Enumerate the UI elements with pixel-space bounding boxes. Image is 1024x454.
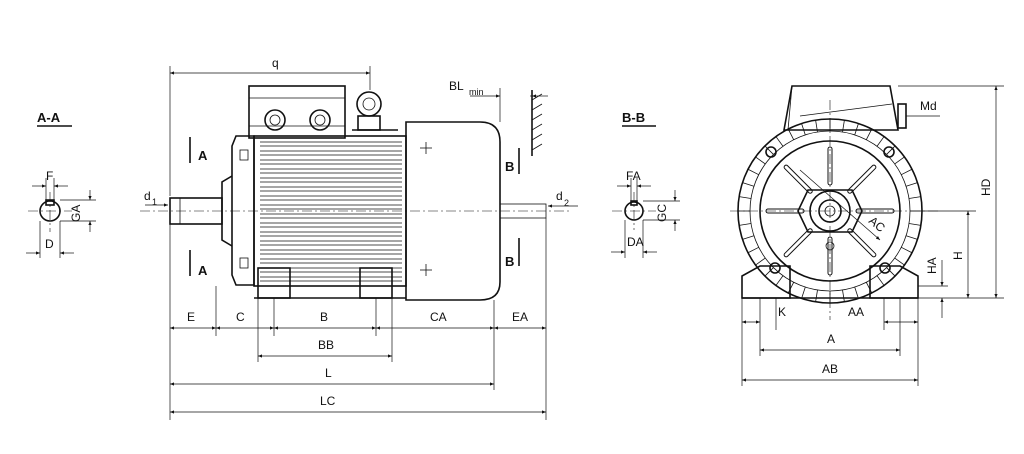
label-q: q: [272, 56, 279, 70]
lifting-eye: [356, 91, 382, 117]
terminal-box-front: [783, 85, 899, 131]
cable-gland-front: [897, 103, 907, 129]
cable-gland-1: [264, 109, 286, 131]
label-d1: d: [144, 189, 151, 203]
label-bl-sub: min: [469, 87, 484, 97]
label-l: L: [325, 366, 332, 380]
cable-gland-2: [309, 109, 331, 131]
label-da: DA: [627, 235, 644, 249]
label-fa: FA: [626, 169, 641, 183]
label-ga: GA: [69, 205, 83, 222]
label-h: H: [951, 251, 965, 260]
label-ea: EA: [512, 310, 528, 324]
label-a: A: [827, 332, 835, 346]
label-aa: AA: [848, 305, 864, 319]
front-view: AC Md HD H HA K AA A AB: [730, 85, 1004, 386]
label-d1-sub: 1: [152, 197, 157, 207]
label-ca: CA: [430, 310, 447, 324]
foot-right: [359, 267, 393, 299]
drive-end-shield: [231, 135, 255, 286]
section-bb: B-B FA GC DA: [611, 110, 680, 258]
terminal-box: [248, 85, 346, 139]
foot-front-right: [869, 265, 919, 299]
label-d: D: [45, 237, 54, 251]
label-b: B: [320, 310, 328, 324]
label-e: E: [187, 310, 195, 324]
section-aa: A-A F GA D: [26, 110, 96, 258]
label-ha: HA: [925, 257, 939, 274]
foot-left: [257, 267, 291, 299]
label-lc: LC: [320, 394, 336, 408]
label-ac: AC: [866, 214, 888, 236]
section-aa-title: A-A: [37, 110, 61, 125]
label-hd: HD: [979, 178, 993, 196]
label-d2-sub: 2: [564, 198, 569, 208]
side-view: A A B B BL min q d 1 d: [140, 56, 578, 420]
section-bb-title: B-B: [622, 110, 645, 125]
marker-a-top: A: [198, 148, 208, 163]
marker-a-bottom: A: [198, 263, 208, 278]
label-md: Md: [920, 99, 937, 113]
label-k: K: [778, 305, 786, 319]
label-ab: AB: [822, 362, 838, 376]
label-d2: d: [556, 189, 563, 203]
label-f: F: [46, 169, 53, 183]
label-c: C: [236, 310, 245, 324]
marker-b-bottom: B: [505, 254, 514, 269]
fan-cover: [405, 121, 501, 301]
foot-front-left: [741, 265, 791, 299]
label-bl: BL: [449, 79, 464, 93]
marker-b-top: B: [505, 159, 514, 174]
label-gc: GC: [655, 204, 669, 222]
label-bb: BB: [318, 338, 334, 352]
